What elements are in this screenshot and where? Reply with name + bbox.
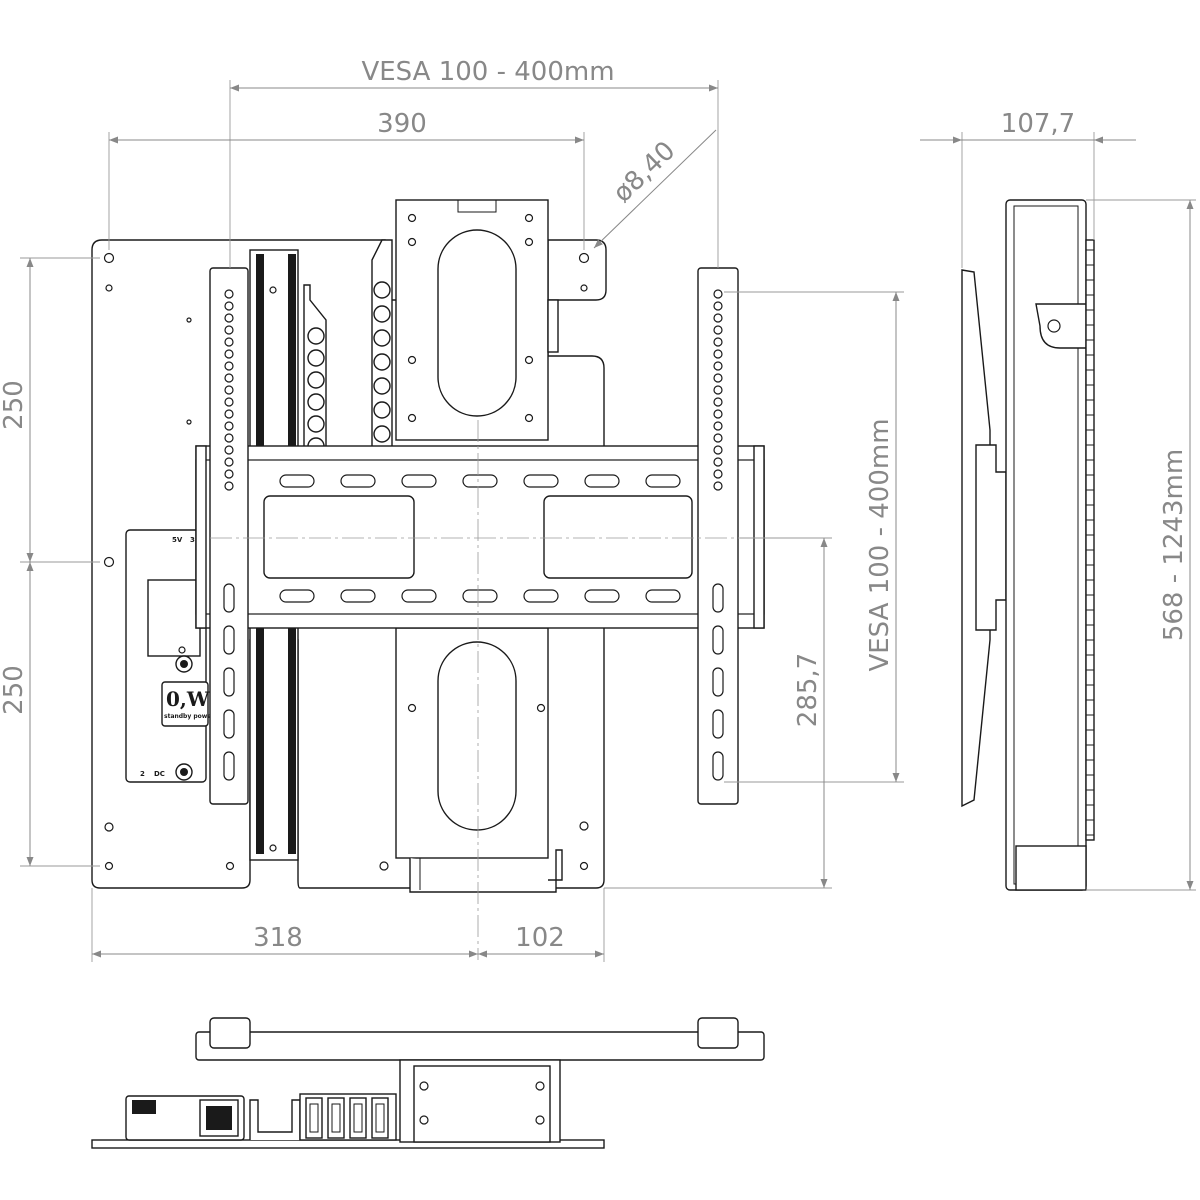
- dim-vesa-height: VESA 100 - 400mm: [865, 418, 895, 671]
- dim-vertical-offset: 285,7: [793, 653, 823, 727]
- dim-height-range: 568 - 1243mm: [1159, 449, 1189, 641]
- side-view: [961, 199, 1095, 891]
- dim-left-distance: 318: [253, 923, 303, 953]
- wall-plate-holes: [103, 252, 590, 871]
- dim-upper-spacing: 250: [0, 380, 29, 430]
- control-box-label-dc: DC: [154, 770, 165, 778]
- dim-depth: 107,7: [1001, 109, 1075, 139]
- vertical-brackets: [209, 267, 739, 805]
- control-box-label-2: 2: [140, 770, 145, 778]
- vesa-crossbar: [195, 445, 765, 629]
- control-box: 5V 3 0,W standby power 2 DC: [125, 529, 214, 783]
- dim-hole-diameter: ø8,40: [607, 136, 681, 209]
- dim-vesa-width: VESA 100 - 400mm: [361, 57, 614, 87]
- standby-badge-subtext: standby power: [164, 713, 214, 720]
- standby-badge: 0,W: [166, 687, 210, 711]
- center-carriage: [395, 199, 563, 893]
- bottom-view: [91, 1017, 765, 1149]
- control-box-label-3: 3: [190, 536, 195, 544]
- dim-right-distance: 102: [515, 923, 565, 953]
- front-view: 5V 3 0,W standby power 2 DC: [91, 199, 765, 960]
- dim-hole-spacing: 390: [377, 109, 427, 139]
- dim-lower-spacing: 250: [0, 665, 29, 715]
- control-box-label-5v: 5V: [172, 536, 183, 544]
